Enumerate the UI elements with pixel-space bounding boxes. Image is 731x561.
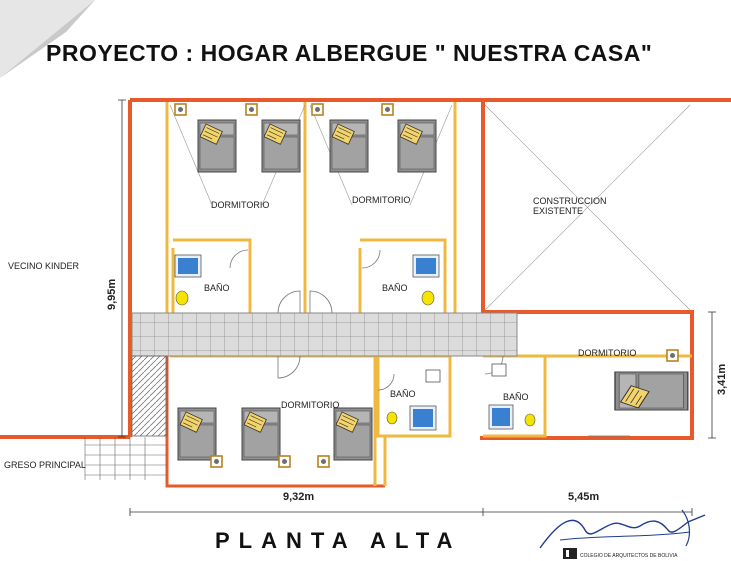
college-stamp-text: COLEGIO DE ARQUITECTOS DE BOLIVIA — [580, 553, 678, 559]
room-label-dormitorio-4: DORMITORIO — [578, 348, 636, 358]
room-label-existente: EXISTENTE — [533, 206, 583, 216]
room-label-construccion: CONSTRUCCION — [533, 196, 607, 206]
neighbor-label: VECINO KINDER — [8, 261, 80, 271]
architect-signature — [539, 509, 706, 549]
dimension-height-left: 9,95m — [106, 279, 118, 310]
room-label-bano-3: BAÑO — [390, 389, 416, 399]
dimension-width-right: 5,45m — [568, 491, 599, 503]
room-label-bano-2: BAÑO — [382, 283, 408, 293]
entrance-label: GRESO PRINCIPAL — [4, 460, 86, 470]
room-label-dormitorio-1: DORMITORIO — [211, 200, 269, 210]
dimension-height-right: 3,41m — [716, 364, 728, 395]
bathroom-fixtures — [174, 254, 536, 431]
dimension-lines — [118, 99, 716, 516]
plan-title: PROYECTO : HOGAR ALBERGUE " NUESTRA CASA… — [46, 40, 653, 66]
room-label-bano-1: BAÑO — [204, 283, 230, 293]
room-label-dormitorio-2: DORMITORIO — [352, 195, 410, 205]
plan-subtitle: PLANTA ALTA — [215, 528, 462, 553]
staircase — [131, 355, 168, 437]
room-label-dormitorio-3: DORMITORIO — [281, 400, 339, 410]
college-stamp: COLEGIO DE ARQUITECTOS DE BOLIVIA — [563, 548, 678, 559]
dimension-width-left: 9,32m — [283, 491, 314, 503]
room-label-bano-4: BAÑO — [503, 392, 529, 402]
corridor — [131, 312, 518, 357]
